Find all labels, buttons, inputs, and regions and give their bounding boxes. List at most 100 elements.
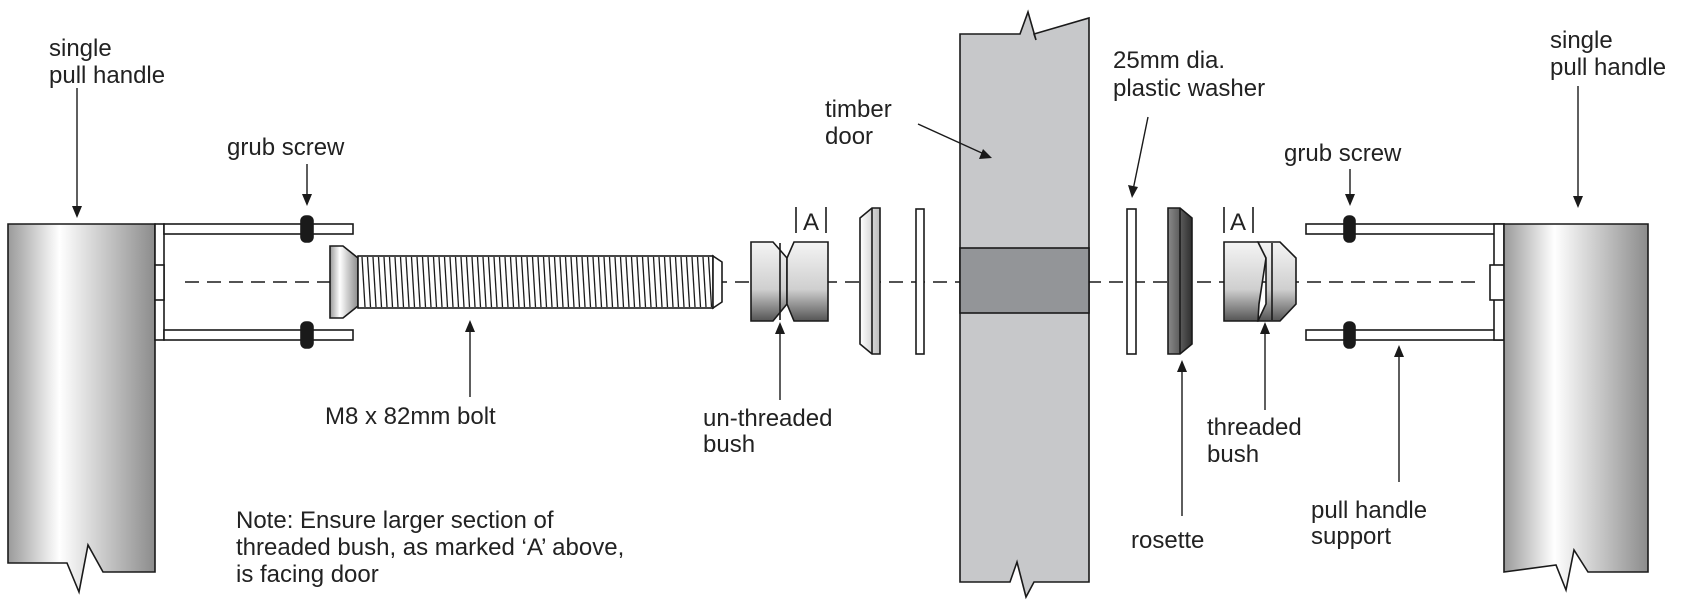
bolt-thread-line	[685, 256, 691, 308]
left-pull-handle	[7, 223, 156, 595]
bolt-thread-line	[493, 256, 498, 308]
label-grub-screw-right: grub screw	[1284, 140, 1402, 167]
right-pull-handle	[1503, 223, 1649, 593]
label-single-left: single	[49, 35, 112, 62]
bolt-thread-line	[570, 256, 575, 308]
bolt-thread-line	[443, 256, 449, 308]
bolt-thread-line	[663, 256, 669, 308]
bolt-thread-line	[669, 256, 674, 308]
marker-a-left: A	[795, 207, 827, 236]
marker-a-left-text: A	[803, 209, 819, 236]
label-support: support	[1311, 523, 1391, 550]
bolt-thread-line	[416, 256, 421, 308]
bolt-thread-line	[636, 256, 641, 308]
bolt-thread-line	[608, 256, 614, 308]
leader-lines	[72, 86, 1583, 516]
right-rosette	[1167, 207, 1193, 355]
bolt-thread-line	[498, 256, 504, 308]
bolt-thread-line	[625, 256, 630, 308]
bolt-thread-line	[548, 256, 553, 308]
note-line-2: threaded bush, as marked ‘A’ above,	[236, 534, 624, 561]
label-threaded-bush: bush	[1207, 441, 1259, 468]
marker-a-right: A	[1223, 207, 1254, 236]
bolt-thread-line	[454, 256, 460, 308]
callout-labels: single pull handle grub screw M8 x 82mm …	[49, 27, 1666, 554]
bolt-thread-line	[460, 256, 465, 308]
label-grub-screw-left: grub screw	[227, 134, 345, 161]
bolt-thread-line	[581, 256, 586, 308]
m8-bolt	[329, 245, 723, 319]
bolt-thread-line	[366, 256, 372, 308]
bolt-thread-line	[526, 256, 531, 308]
bolt-thread-line	[449, 256, 454, 308]
bolt-thread-line	[702, 256, 707, 308]
threaded-bush	[1223, 241, 1297, 322]
label-pull-handle-left: pull handle	[49, 62, 165, 89]
label-bolt: M8 x 82mm bolt	[325, 403, 496, 430]
installation-note: Note: Ensure larger section of threaded …	[236, 507, 624, 588]
bolt-thread-line	[553, 256, 559, 308]
bolt-thread-line	[652, 256, 658, 308]
bolt-thread-line	[504, 256, 509, 308]
bolt-thread-line	[691, 256, 696, 308]
bolt-thread-line	[482, 256, 487, 308]
bolt-thread-line	[405, 256, 410, 308]
bolt-thread-line	[427, 256, 432, 308]
note-line-3: is facing door	[236, 561, 379, 588]
bolt-thread-line	[680, 256, 685, 308]
label-plastic-washer: plastic washer	[1113, 75, 1265, 102]
bolt-thread-line	[597, 256, 603, 308]
bolt-thread-line	[487, 256, 493, 308]
left-pull-handle-support	[154, 215, 354, 349]
left-rosette	[859, 207, 881, 355]
bolt-thread-line	[575, 256, 581, 308]
label-washer-dia: 25mm dia.	[1113, 47, 1225, 74]
bolt-thread-line	[614, 256, 619, 308]
bolt-thread-line	[586, 256, 592, 308]
bolt-thread-line	[361, 256, 366, 308]
bolt-thread-line	[619, 256, 625, 308]
bolt-thread-line	[394, 256, 399, 308]
timber-door	[959, 9, 1090, 600]
bolt-thread-line	[559, 256, 564, 308]
label-pull-handle-support: pull handle	[1311, 497, 1427, 524]
bolt-thread-line	[696, 256, 702, 308]
bolt-thread-line	[603, 256, 608, 308]
right-pull-handle-support	[1305, 215, 1505, 349]
unthreaded-bush	[750, 241, 829, 322]
bolt-thread-line	[421, 256, 427, 308]
bolt-thread-line	[383, 256, 388, 308]
label-door: door	[825, 123, 873, 150]
label-single-right: single	[1550, 27, 1613, 54]
bolt-thread-line	[509, 256, 515, 308]
bolt-thread-line	[564, 256, 570, 308]
bolt-thread-line	[515, 256, 520, 308]
bolt-thread-line	[520, 256, 526, 308]
bolt-thread-line	[641, 256, 647, 308]
bolt-thread-line	[542, 256, 548, 308]
bolt-thread-line	[707, 256, 713, 308]
bolt-thread-line	[432, 256, 438, 308]
label-rosette: rosette	[1131, 527, 1204, 554]
bolt-thread-line	[410, 256, 416, 308]
label-unthreaded: un-threaded	[703, 405, 832, 432]
bolt-thread-line	[399, 256, 405, 308]
marker-a-right-text: A	[1230, 209, 1246, 236]
bolt-thread-line	[476, 256, 482, 308]
label-threaded: threaded	[1207, 414, 1302, 441]
bolt-thread-line	[630, 256, 636, 308]
bolt-thread-line	[465, 256, 471, 308]
label-pull-handle-right: pull handle	[1550, 54, 1666, 81]
bolt-thread-line	[658, 256, 663, 308]
bolt-thread-line	[372, 256, 377, 308]
label-unthreaded-bush: bush	[703, 431, 755, 458]
bolt-thread-line	[537, 256, 542, 308]
bolt-thread-line	[471, 256, 476, 308]
bolt-thread-line	[438, 256, 443, 308]
note-line-1: Note: Ensure larger section of	[236, 507, 554, 534]
right-plastic-washer	[1126, 208, 1137, 355]
bolt-thread-line	[674, 256, 680, 308]
bolt-thread-line	[647, 256, 652, 308]
bolt-thread-line	[592, 256, 597, 308]
